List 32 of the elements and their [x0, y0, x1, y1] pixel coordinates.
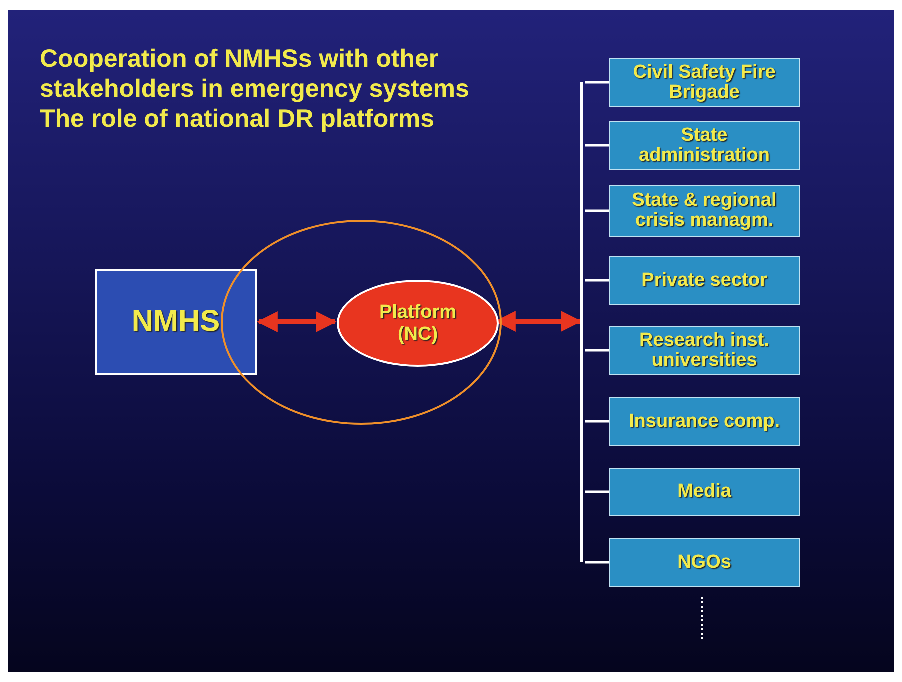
double-arrow	[256, 312, 338, 332]
connector-line	[585, 144, 609, 147]
node-label: Insurance comp.	[629, 412, 780, 432]
node-label: Platform (NC)	[378, 302, 458, 346]
node-label: State administration	[638, 126, 771, 166]
connector-line	[585, 420, 609, 423]
stakeholder-box	[609, 397, 800, 446]
stakeholder-box	[609, 326, 800, 375]
slide-subtitle: The role of national DR platforms	[40, 104, 436, 134]
stakeholder-box	[609, 121, 800, 170]
node-label: Civil Safety Fire Brigade	[632, 62, 777, 102]
connector-line	[585, 81, 609, 84]
node-label: Research inst. universities	[638, 330, 770, 370]
node-label: NMHS	[132, 312, 220, 332]
node-label: Media	[678, 482, 732, 502]
stakeholder-box	[609, 538, 800, 587]
bracket-bar	[580, 82, 583, 562]
slide-title: Cooperation of NMHSs with other stakeholders in emergency systems	[40, 44, 470, 104]
stakeholder-box	[609, 256, 800, 305]
connector-line	[585, 210, 609, 212]
connector-line	[585, 490, 609, 494]
organization-box	[95, 269, 257, 375]
connector-line	[585, 561, 609, 564]
node-label: State & regional crisis managm.	[631, 191, 778, 231]
node-label: NGOs	[678, 552, 732, 572]
node-label: Private sector	[642, 270, 768, 290]
group-ellipse	[221, 220, 502, 425]
stakeholder-box	[609, 185, 800, 237]
connector-line	[585, 279, 609, 282]
connector-line	[585, 349, 609, 352]
stakeholder-box	[609, 468, 800, 516]
stakeholder-box	[609, 58, 800, 107]
